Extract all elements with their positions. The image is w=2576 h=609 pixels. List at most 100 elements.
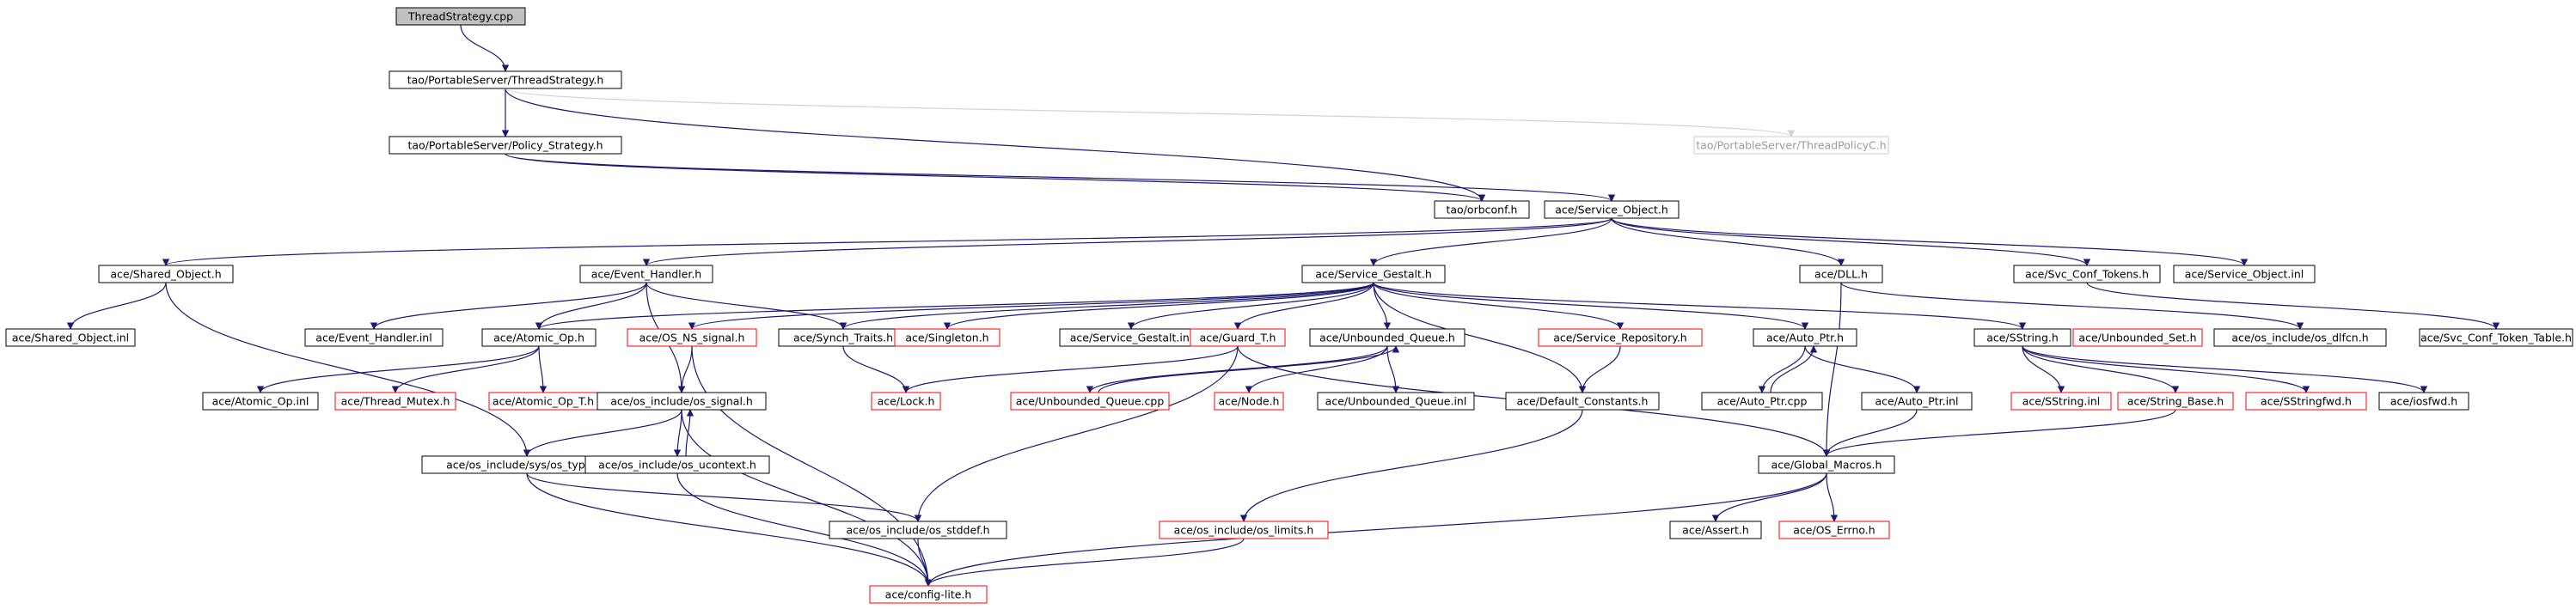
- node-os_limits[interactable]: ace/os_include/os_limits.h: [1159, 521, 1329, 539]
- edge-unbounded_queue-to-unbounded_queue_cpp: [1086, 345, 1388, 393]
- node-shared_obj_inl[interactable]: ace/Shared_Object.inl: [5, 328, 136, 347]
- edge-svc_gestalt-to-atomic_op: [535, 282, 1374, 330]
- node-sstring[interactable]: ace/SString.h: [1973, 328, 2071, 347]
- node-global_macros[interactable]: ace/Global_Macros.h: [1758, 455, 1895, 474]
- node-svc_repo[interactable]: ace/Service_Repository.h: [1538, 328, 1703, 347]
- edge-sys_types-to-os_stddef: [526, 472, 922, 522]
- node-guard_t[interactable]: ace/Guard_T.h: [1190, 328, 1286, 347]
- edge-dll-to-global_macros: [1822, 282, 1842, 457]
- node-box-config_lite: [869, 585, 988, 604]
- node-auto_ptr_inl[interactable]: ace/Auto_Ptr.inl: [1861, 392, 1973, 411]
- node-label-orbconf: tao/orbconf.h: [1447, 204, 1518, 216]
- node-label-atomic_op_t: ace/Atomic_Op_T.h: [493, 395, 594, 408]
- node-svc_conf_token_table[interactable]: ace/Svc_Conf_Token_Table.h: [2419, 328, 2573, 347]
- node-thread_mutex[interactable]: ace/Thread_Mutex.h: [334, 392, 456, 411]
- node-label-svc_obj_inl: ace/Service_Object.inl: [2185, 268, 2304, 281]
- node-default_constants[interactable]: ace/Default_Constants.h: [1505, 392, 1660, 411]
- node-event_handler[interactable]: ace/Event_Handler.h: [579, 265, 713, 283]
- edge-event_handler-to-synch_traits: [646, 282, 847, 330]
- node-svc_gestalt_inl[interactable]: ace/Service_Gestalt.inl: [1059, 328, 1203, 347]
- node-label-ps_tpc: tao/PortableServer/ThreadPolicyC.h: [1696, 139, 1886, 152]
- edge-unbounded_queue-to-unbounded_queue_inl: [1386, 345, 1400, 393]
- edge-os_signal-to-config_lite: [681, 409, 933, 587]
- node-iosfwd[interactable]: ace/iosfwd.h: [2378, 392, 2469, 411]
- node-box-lock: [871, 392, 941, 411]
- node-svc_obj_inl[interactable]: ace/Service_Object.inl: [2173, 265, 2316, 283]
- edge-root-to-ps_ts: [460, 24, 510, 72]
- edge-auto_ptr_inl-to-global_macros: [1822, 409, 1918, 457]
- node-label-os_signal: ace/os_include/os_signal.h: [610, 395, 753, 408]
- node-label-os_limits: ace/os_include/os_limits.h: [1174, 524, 1314, 537]
- node-node[interactable]: ace/Node.h: [1214, 392, 1284, 411]
- node-atomic_op_inl[interactable]: ace/Atomic_Op.inl: [202, 392, 319, 411]
- edge-guard_t-to-os_stddef: [914, 345, 1239, 522]
- node-ps_ts[interactable]: tao/PortableServer/ThreadStrategy.h: [389, 70, 622, 89]
- node-box-svc_repo: [1538, 328, 1703, 347]
- node-label-synch_traits: ace/Synch_Traits.h: [793, 332, 893, 344]
- node-synch_traits[interactable]: ace/Synch_Traits.h: [778, 328, 909, 347]
- node-auto_ptr[interactable]: ace/Auto_Ptr.h: [1753, 328, 1857, 347]
- node-event_handler_inl[interactable]: ace/Event_Handler.inl: [304, 328, 444, 347]
- node-svc_gestalt[interactable]: ace/Service_Gestalt.h: [1301, 265, 1446, 283]
- node-label-sstringfwd: ace/SStringfwd.h: [2261, 395, 2352, 408]
- node-singleton[interactable]: ace/Singleton.h: [894, 328, 1000, 347]
- node-svc_conf_tokens[interactable]: ace/Svc_Conf_Tokens.h: [2013, 265, 2161, 283]
- node-orbconf[interactable]: tao/orbconf.h: [1434, 200, 1530, 219]
- node-box-auto_ptr: [1753, 328, 1857, 347]
- node-box-os_limits: [1159, 521, 1329, 539]
- node-dll[interactable]: ace/DLL.h: [1799, 265, 1883, 283]
- node-string_base[interactable]: ace/String_Base.h: [2117, 392, 2234, 411]
- edge-svc_obj-to-event_handler: [643, 217, 1612, 266]
- node-box-os_stddef: [829, 521, 1007, 539]
- edge-layer: [66, 24, 2500, 587]
- edge-sys_types-to-config_lite: [526, 472, 933, 587]
- node-box-singleton: [894, 328, 1000, 347]
- node-os_signal[interactable]: ace/os_include/os_signal.h: [597, 392, 767, 411]
- node-box-event_handler: [579, 265, 713, 283]
- edge-shared_obj-to-sys_types: [165, 282, 531, 457]
- node-box-atomic_op_inl: [202, 392, 319, 411]
- node-label-config_lite: ace/config-lite.h: [885, 588, 972, 601]
- edge-svc_gestalt-to-svc_gestalt_inl: [1127, 282, 1374, 330]
- node-label-os_ucontext: ace/os_include/os_ucontext.h: [598, 459, 756, 472]
- node-unbounded_queue[interactable]: ace/Unbounded_Queue.h: [1309, 328, 1465, 347]
- node-box-svc_conf_tokens: [2013, 265, 2161, 283]
- node-shared_obj[interactable]: ace/Shared_Object.h: [98, 265, 234, 283]
- node-sstring_inl[interactable]: ace/SString.inl: [2010, 392, 2112, 411]
- edge-auto_ptr-to-auto_ptr_inl: [1804, 345, 1921, 393]
- node-ps_policy[interactable]: tao/PortableServer/Policy_Strategy.h: [389, 136, 622, 155]
- node-unbounded_queue_inl[interactable]: ace/Unbounded_Queue.inl: [1317, 392, 1475, 411]
- edge-svc_gestalt-to-svc_repo: [1373, 282, 1625, 330]
- node-os_dlfcn[interactable]: ace/os_include/os_dlfcn.h: [2213, 328, 2387, 347]
- node-box-ps_tpc: [1693, 136, 1889, 155]
- node-sstringfwd[interactable]: ace/SStringfwd.h: [2245, 392, 2367, 411]
- node-os_errno[interactable]: ace/OS_Errno.h: [1778, 521, 1890, 539]
- node-label-thread_mutex: ace/Thread_Mutex.h: [341, 395, 450, 408]
- node-label-svc_repo: ace/Service_Repository.h: [1553, 332, 1686, 344]
- node-assert[interactable]: ace/Assert.h: [1669, 521, 1762, 539]
- edge-ps_policy-to-orbconf: [505, 153, 1485, 202]
- node-os_ns_signal[interactable]: ace/OS_NS_signal.h: [627, 328, 757, 347]
- node-config_lite[interactable]: ace/config-lite.h: [869, 585, 988, 604]
- node-svc_obj[interactable]: ace/Service_Object.h: [1544, 200, 1680, 219]
- node-unbounded_queue_cpp[interactable]: ace/Unbounded_Queue.cpp: [1010, 392, 1170, 411]
- node-sys_types[interactable]: ace/os_include/sys/os_types.h: [421, 455, 633, 474]
- node-box-event_handler_inl: [304, 328, 444, 347]
- edge-auto_ptr-to-auto_ptr_cpp: [1758, 345, 1806, 393]
- node-atomic_op_t[interactable]: ace/Atomic_Op_T.h: [488, 392, 598, 411]
- node-atomic_op[interactable]: ace/Atomic_Op.h: [481, 328, 597, 347]
- node-label-os_dlfcn: ace/os_include/os_dlfcn.h: [2231, 332, 2368, 344]
- edge-event_handler-to-event_handler_inl: [370, 282, 647, 330]
- edge-global_macros-to-assert: [1711, 472, 1827, 522]
- edge-svc_gestalt-to-auto_ptr: [1373, 282, 1809, 330]
- edge-sstring-to-string_base: [2022, 345, 2180, 393]
- node-os_stddef[interactable]: ace/os_include/os_stddef.h: [829, 521, 1007, 539]
- edge-global_macros-to-os_errno: [1826, 472, 1839, 522]
- node-os_ucontext[interactable]: ace/os_include/os_ucontext.h: [584, 455, 770, 474]
- node-auto_ptr_cpp[interactable]: ace/Auto_Ptr.cpp: [1701, 392, 1823, 411]
- node-label-guard_t: ace/Guard_T.h: [1200, 332, 1276, 344]
- node-lock[interactable]: ace/Lock.h: [871, 392, 941, 411]
- node-label-unbounded_queue: ace/Unbounded_Queue.h: [1319, 332, 1455, 344]
- node-unbounded_set[interactable]: ace/Unbounded_Set.h: [2072, 328, 2203, 347]
